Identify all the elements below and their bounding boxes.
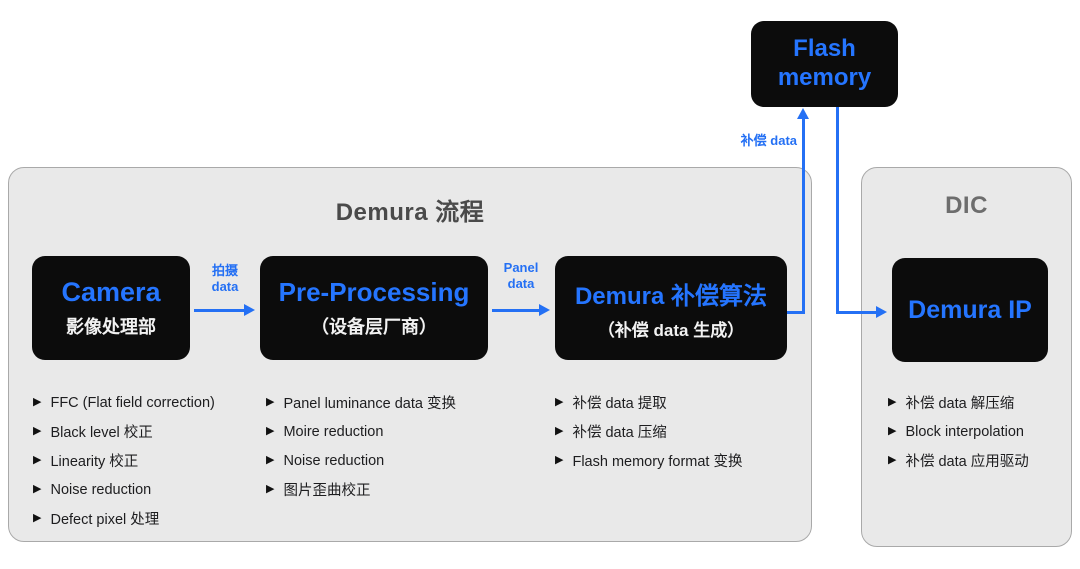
demura-ip-title: Demura IP [908,295,1032,324]
list-item: ▶ Black level 校正 [33,417,215,446]
arrow-camera-to-preprocessing-line [194,309,246,312]
demura-algo-box: Demura 补偿算法 （补偿 data 生成） [555,256,787,360]
bullet-icon: ▶ [33,425,42,437]
demura-ip-box: Demura IP [892,258,1048,362]
preprocessing-feature-list: ▶ Panel luminance data 变换 ▶ Moire reduct… [266,388,456,504]
bullet-icon: ▶ [888,396,897,408]
bullet-icon: ▶ [555,454,564,466]
bullet-icon: ▶ [266,425,275,437]
bullet-icon: ▶ [888,425,897,437]
list-item: ▶ 补偿 data 解压缩 [888,388,1029,417]
list-item-label: 补偿 data 提取 [572,396,667,412]
dic-feature-list: ▶ 补偿 data 解压缩 ▶ Block interpolation ▶ 补偿… [888,388,1029,475]
list-item-label: Black level 校正 [50,425,153,441]
arrow-algo-to-flash-vline [802,118,805,314]
list-item-label: Noise reduction [283,452,385,469]
arrow-flash-to-ip-vline [836,107,839,314]
demura-algo-subtitle: （补偿 data 生成） [597,320,745,340]
preprocessing-box: Pre-Processing （设备层厂商） [260,256,488,360]
demura-panel-title: Demura 流程 [335,199,485,226]
list-item-label: 补偿 data 应用驱动 [905,454,1029,470]
list-item: ▶ Flash memory format 变换 [555,446,742,475]
list-item-label: Linearity 校正 [50,454,139,470]
bullet-icon: ▶ [266,483,275,495]
list-item-label: FFC (Flat field correction) [50,394,215,411]
list-item: ▶ Defect pixel 处理 [33,504,215,533]
panel-data-label: Panel data [503,260,539,292]
list-item-label: Moire reduction [283,423,384,440]
bullet-icon: ▶ [555,425,564,437]
camera-feature-list: ▶ FFC (Flat field correction) ▶ Black le… [33,388,215,533]
bullet-icon: ▶ [555,396,564,408]
bullet-icon: ▶ [33,483,42,495]
bullet-icon: ▶ [266,454,275,466]
capture-data-label: 拍摄 data [211,263,239,295]
bullet-icon: ▶ [33,396,42,408]
list-item-label: 图片歪曲校正 [283,483,371,499]
flash-memory-label: Flash memory [777,35,872,91]
list-item: ▶ Moire reduction [266,417,456,446]
arrow-flash-to-ip-hline [836,311,878,314]
dic-panel-title: DIC [945,192,988,219]
list-item-label: Panel luminance data 变换 [283,396,456,412]
arrow-preprocessing-to-algo-line [492,309,541,312]
preprocessing-subtitle: （设备层厂商） [311,317,437,337]
camera-subtitle: 影像处理部 [66,317,156,337]
list-item-label: Block interpolation [905,423,1024,440]
arrow-algo-to-flash-hline [787,311,805,314]
bullet-icon: ▶ [33,454,42,466]
list-item: ▶ Noise reduction [33,475,215,504]
list-item: ▶ 补偿 data 压缩 [555,417,742,446]
list-item: ▶ FFC (Flat field correction) [33,388,215,417]
compensation-data-label: 补偿 data [740,133,797,148]
list-item: ▶ 补偿 data 提取 [555,388,742,417]
list-item: ▶ Panel luminance data 变换 [266,388,456,417]
demura-algo-title: Demura 补偿算法 [574,282,768,310]
list-item-label: Noise reduction [50,481,152,498]
flash-memory-box: Flash memory [751,21,898,107]
list-item: ▶ 图片歪曲校正 [266,475,456,504]
arrow-algo-to-flash-head-icon [797,108,809,119]
camera-box: Camera 影像处理部 [32,256,190,360]
list-item-label: 补偿 data 压缩 [572,425,667,441]
camera-title: Camera [61,277,161,307]
list-item: ▶ Noise reduction [266,446,456,475]
list-item: ▶ Block interpolation [888,417,1029,446]
bullet-icon: ▶ [888,454,897,466]
list-item: ▶ Linearity 校正 [33,446,215,475]
preprocessing-title: Pre-Processing [278,277,470,307]
list-item-label: Defect pixel 处理 [50,512,160,528]
list-item: ▶ 补偿 data 应用驱动 [888,446,1029,475]
arrow-flash-to-ip-head-icon [876,306,887,318]
list-item-label: Flash memory format 变换 [572,454,743,470]
demura-algo-feature-list: ▶ 补偿 data 提取 ▶ 补偿 data 压缩 ▶ Flash memory… [555,388,742,475]
list-item-label: 补偿 data 解压缩 [905,396,1015,412]
bullet-icon: ▶ [33,512,42,524]
arrow-camera-to-preprocessing-head-icon [244,304,255,316]
bullet-icon: ▶ [266,396,275,408]
arrow-preprocessing-to-algo-head-icon [539,304,550,316]
